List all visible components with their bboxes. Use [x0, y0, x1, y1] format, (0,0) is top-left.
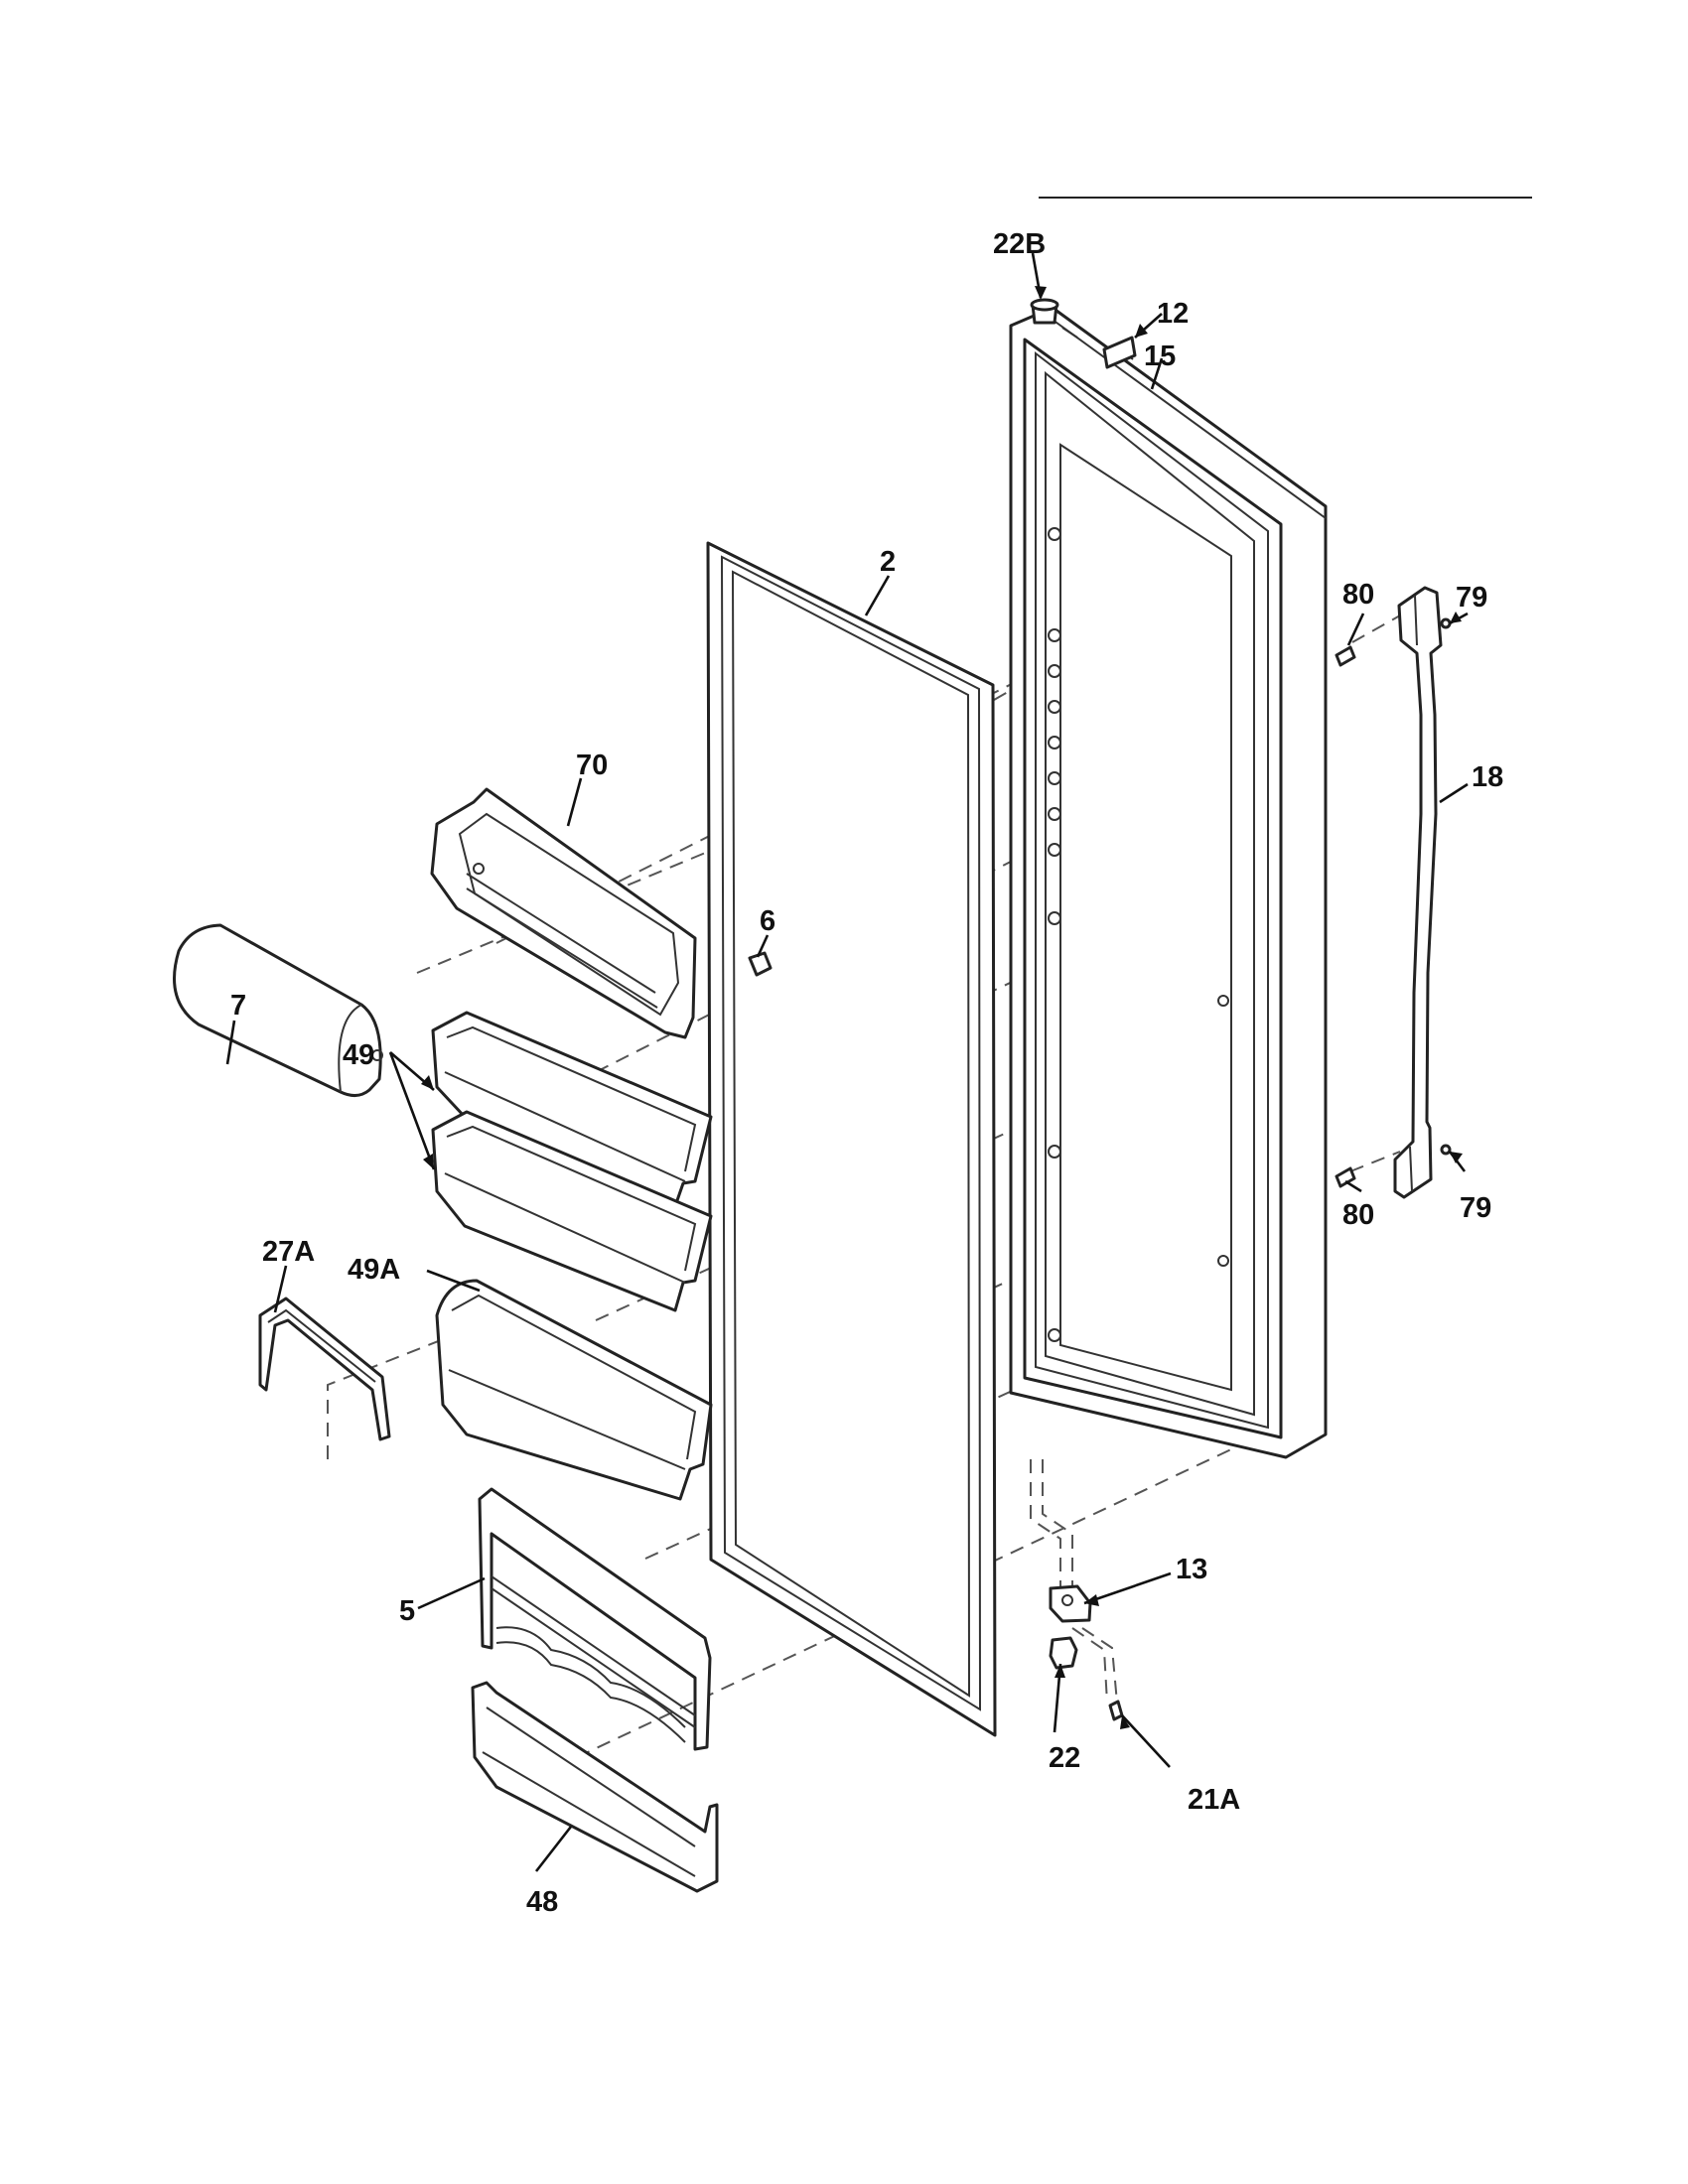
callout-80-lower: 80	[1342, 1199, 1374, 1231]
part-18-door-handle	[1393, 586, 1443, 1199]
part-7-cover	[173, 923, 383, 1097]
part-79-plug-upper	[1440, 617, 1452, 629]
callout-15: 15	[1144, 341, 1176, 372]
part-49-door-bin-upper	[431, 1011, 713, 1208]
callout-49a: 49A	[348, 1254, 400, 1286]
callout-5: 5	[399, 1595, 415, 1627]
part-21a-screw	[1108, 1700, 1124, 1721]
part-48-bottle-bin	[471, 1681, 719, 1893]
part-49-door-bin-lower	[431, 1110, 713, 1312]
shelf-studs	[1048, 527, 1229, 1342]
part-2-gasket	[706, 541, 997, 1737]
part-79-plug-lower	[1440, 1144, 1452, 1156]
callout-6: 6	[760, 905, 775, 937]
part-80-screw-upper	[1335, 645, 1356, 667]
callout-13: 13	[1176, 1554, 1207, 1585]
leader-arrowheads	[421, 286, 1463, 1729]
part-22-hinge-bushing	[1049, 1636, 1078, 1670]
callout-79-lower: 79	[1460, 1192, 1491, 1224]
callout-12: 12	[1157, 298, 1189, 330]
part-70-dairy-compartment	[430, 787, 697, 1039]
callout-48: 48	[526, 1886, 558, 1918]
callout-27a: 27A	[262, 1236, 315, 1268]
callout-22: 22	[1049, 1742, 1080, 1774]
leader-lines	[225, 252, 1469, 1872]
callout-18: 18	[1472, 761, 1503, 793]
callout-79-upper: 79	[1456, 582, 1487, 614]
part-5-rack	[478, 1487, 712, 1751]
callout-7: 7	[230, 990, 246, 1022]
callout-22b: 22B	[993, 228, 1046, 260]
callout-21a: 21A	[1188, 1784, 1240, 1816]
part-27a-handle	[258, 1297, 391, 1441]
part-12-label	[1102, 336, 1137, 369]
callout-80-upper: 80	[1342, 579, 1374, 611]
part-15-door-panel	[1009, 306, 1328, 1459]
part-13-hinge-bracket	[1049, 1584, 1092, 1623]
part-80-screw-lower	[1335, 1166, 1356, 1188]
callout-labels: 22B 12 15 2 80 79 18 70 6 7 49 27A 49A 8…	[230, 228, 1503, 1918]
callout-49: 49	[343, 1039, 374, 1071]
part-49a-door-bin	[435, 1279, 713, 1501]
part-22b-plug	[1030, 298, 1059, 325]
callout-2: 2	[880, 546, 896, 578]
callout-70: 70	[576, 750, 608, 781]
